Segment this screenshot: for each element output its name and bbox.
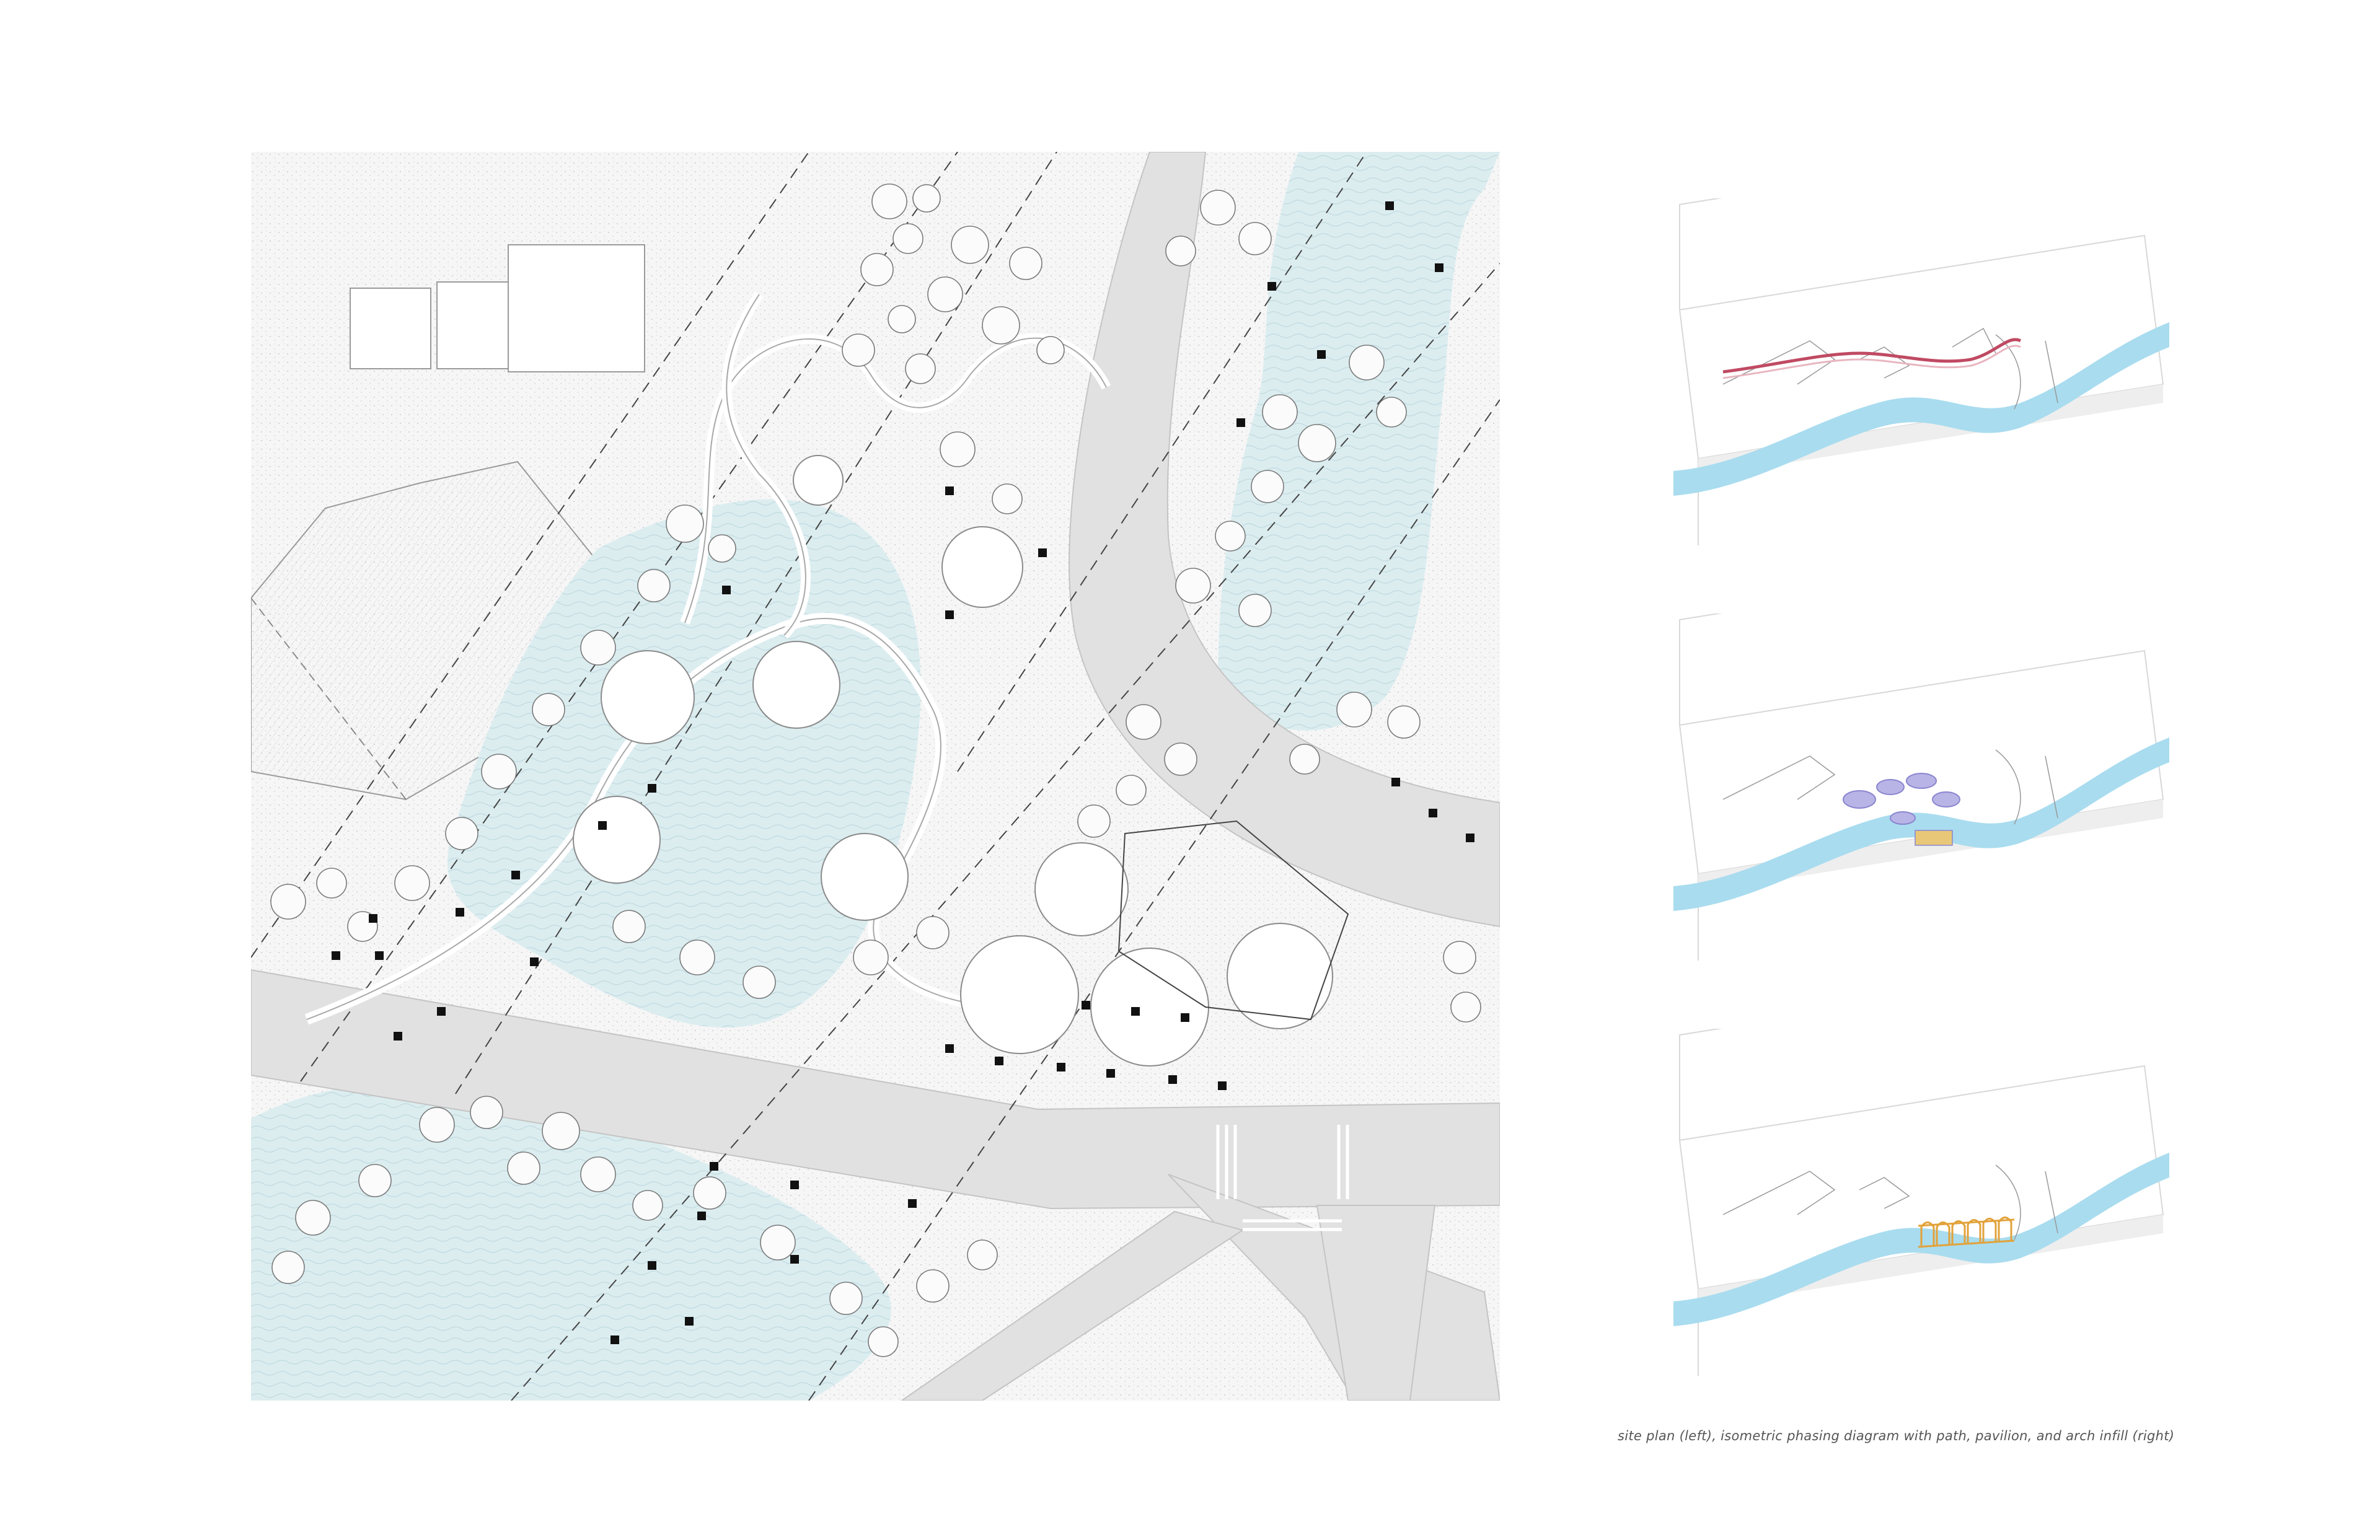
phase2-pavilions [1843,773,1960,825]
crosswalks [1216,1125,1349,1231]
piers [332,201,1474,1344]
river-main [1673,322,2169,496]
water-lower [251,1081,891,1401]
iso-diagram-arch-phase [1673,1029,2169,1376]
pavilion-outline [1117,820,1349,1021]
water-park [447,499,921,1028]
phase3-arches [1918,1217,2015,1248]
site-plan [251,152,1500,1401]
iso-diagram-pavilion-phase [1673,614,2169,961]
alignment-lines [251,152,1500,1401]
figure-caption: site plan (left), isometric phasing diag… [1618,1428,2175,1443]
water-upper-right [1218,152,1500,731]
buildings [251,244,668,801]
phase1-path [1722,338,2022,374]
river-main [1673,737,2169,911]
iso-diagram-path-phase [1673,198,2169,545]
trees [270,183,1481,1357]
circular-plazas [573,455,1333,1067]
